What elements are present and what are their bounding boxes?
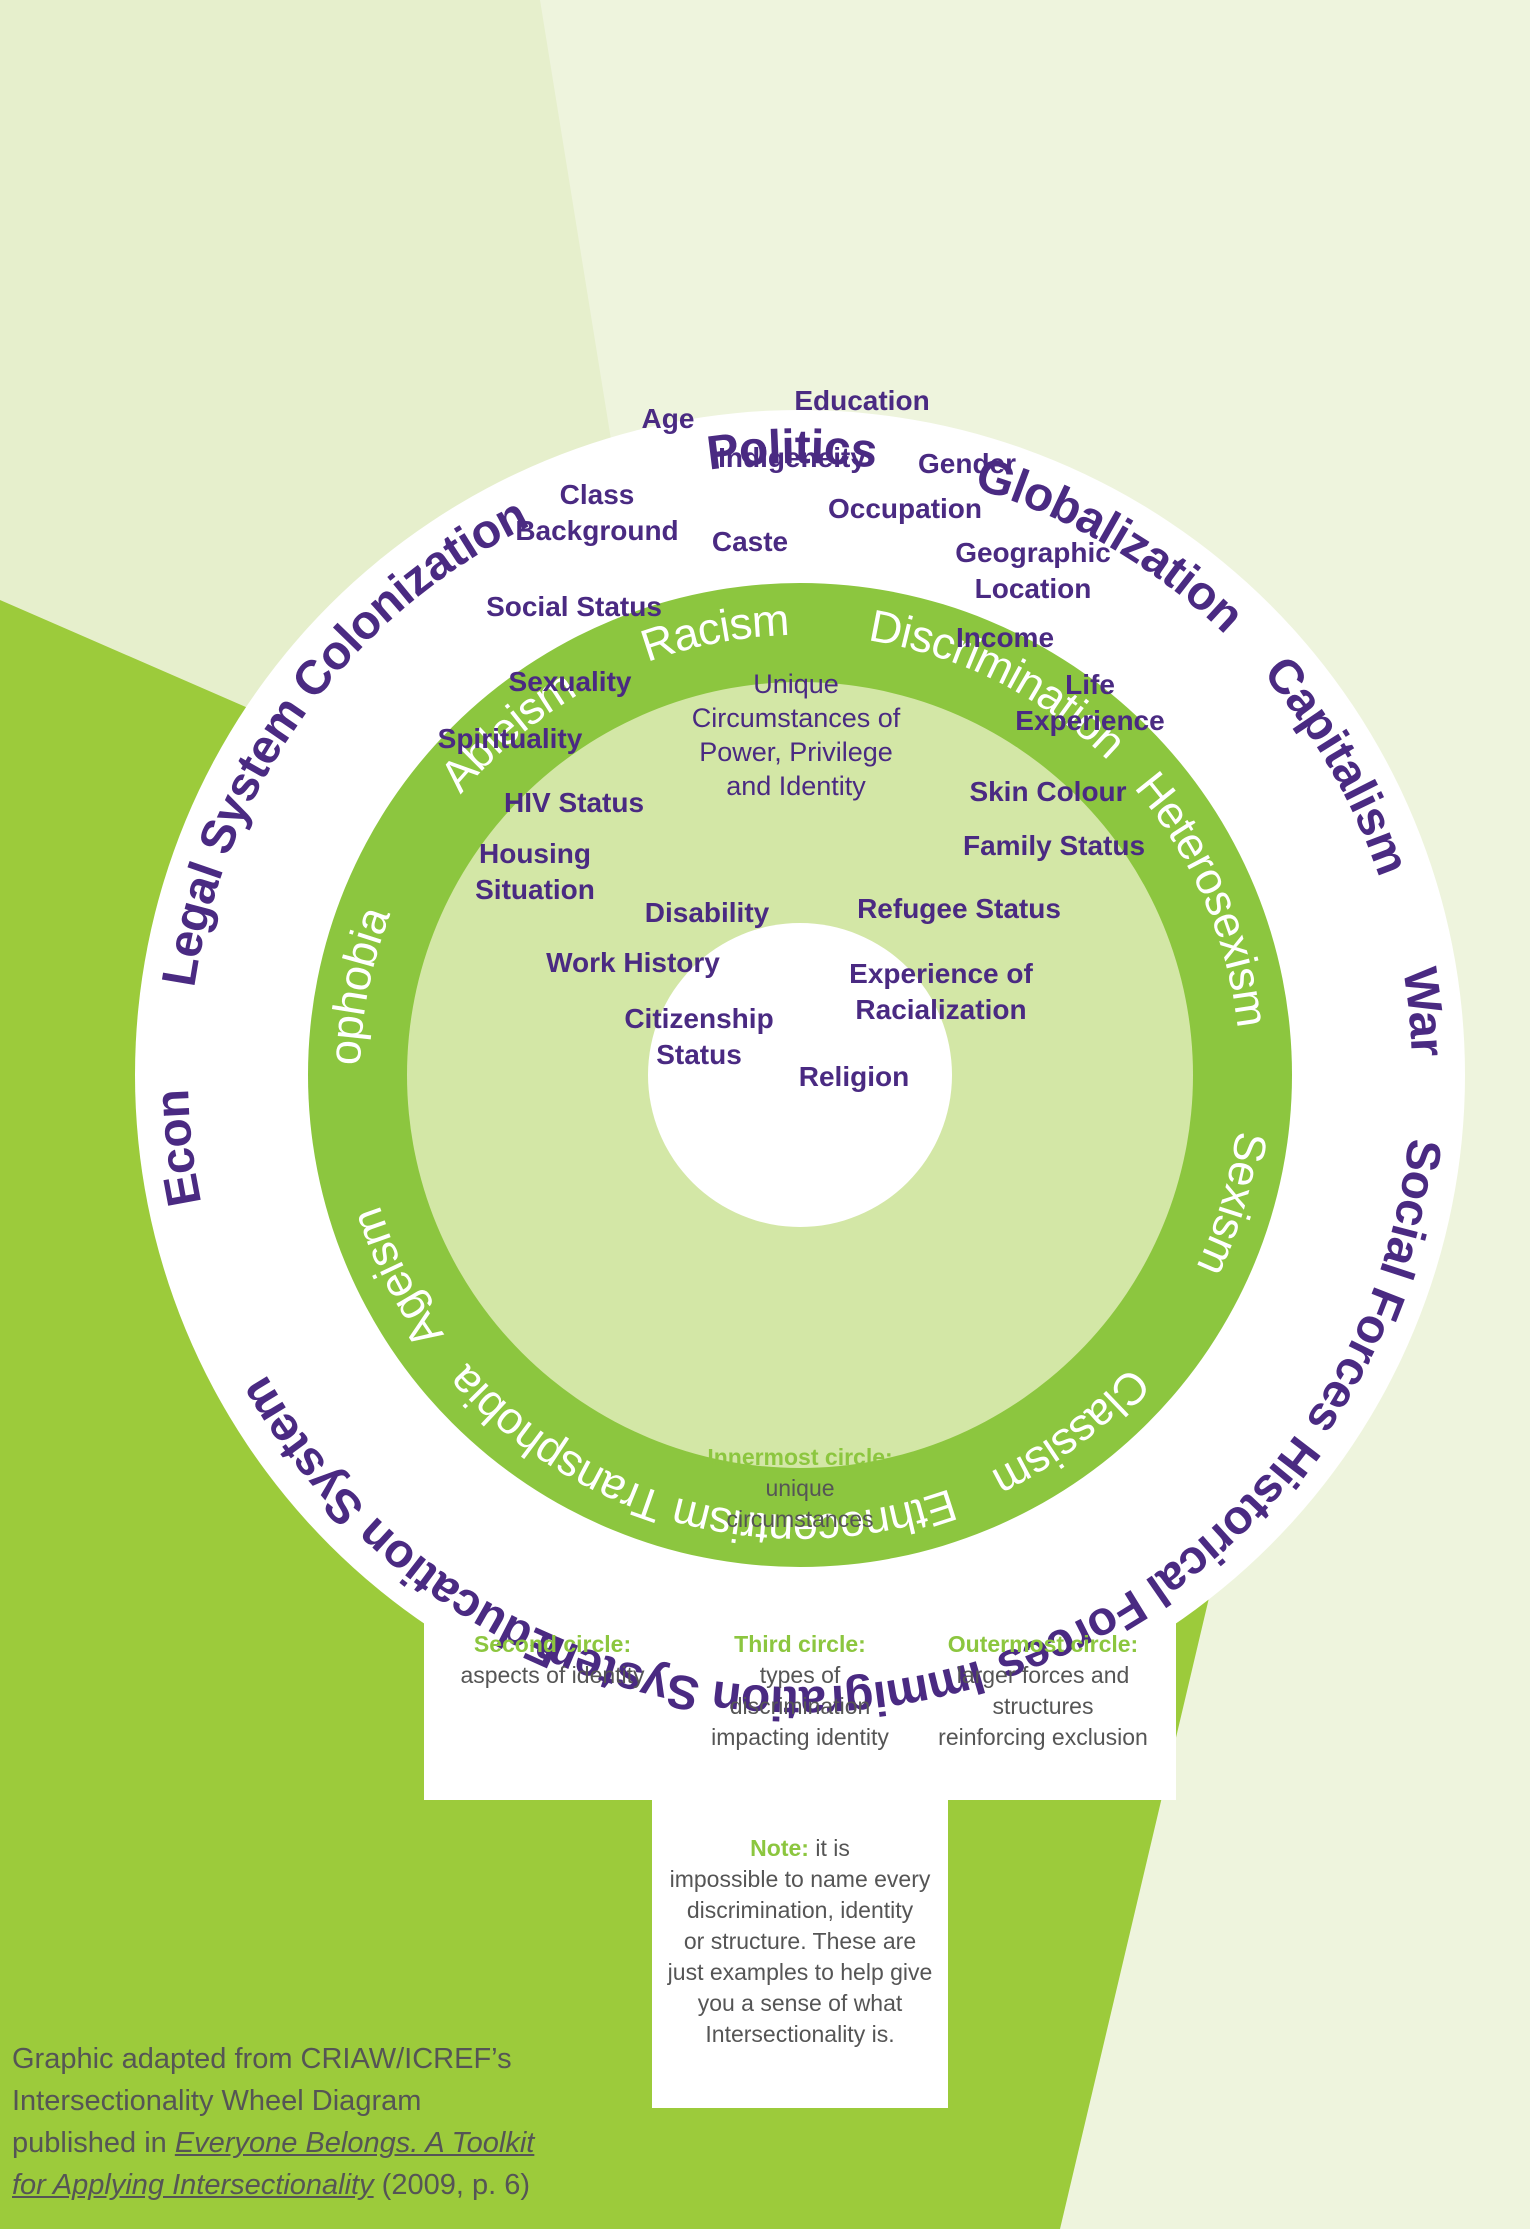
outer-politics: Politics (704, 420, 880, 480)
legend-outermost-line: structures (992, 1693, 1094, 1719)
toolkit-link-continued[interactable]: for Applying Intersectionality (12, 2169, 374, 2201)
legend-third-line: impacting identity (711, 1724, 889, 1750)
outer-war: War (1393, 964, 1454, 1057)
legend-note: Note: it is impossible to name every dis… (658, 1833, 942, 2050)
legend-third-heading: Third circle: (734, 1631, 866, 1657)
legend-note-line: impossible to name every (669, 1866, 931, 1892)
identity-education: Education (794, 385, 929, 416)
identity-indigeneity: Indigeneity (718, 442, 866, 473)
credit-line: published in Everyone Belongs. A Toolkit (12, 2122, 612, 2164)
identity-skin-colour: Skin Colour (969, 776, 1126, 807)
credit-prefix: published in (12, 2127, 175, 2159)
identity-disability: Disability (645, 897, 770, 928)
identity-gender: Gender (918, 448, 1016, 479)
legend-note-first-line: Note: it is (658, 1833, 942, 1864)
legend-second-heading: Second circle: (473, 1631, 632, 1657)
legend-note-line: or structure. These are (683, 1928, 917, 1954)
legend-note-line: you a sense of what (697, 1990, 903, 2016)
identity-spirituality: Spirituality (438, 723, 583, 754)
credit-line: Graphic adapted from CRIAW/ICREF’s (12, 2043, 512, 2075)
legend-second-line: aspects of identity (460, 1662, 645, 1688)
legend-note-line: Intersectionality is. (705, 2021, 895, 2047)
legend-note-line: discrimination, identity (686, 1897, 914, 1923)
legend-third-line: discrimination (729, 1693, 871, 1719)
source-credit: Graphic adapted from CRIAW/ICREF’s Inter… (12, 2038, 612, 2206)
credit-line: for Applying Intersectionality (2009, p.… (12, 2164, 612, 2206)
identity-occupation: Occupation (828, 493, 982, 524)
identity-family-status: Family Status (963, 830, 1145, 861)
identity-work-history: Work History (546, 947, 720, 978)
credit-line: Intersectionality Wheel Diagram (12, 2085, 422, 2117)
legend-third: Third circle: types of discrimination im… (680, 1629, 920, 1753)
legend-outermost-line: larger forces and (956, 1662, 1130, 1688)
legend-outermost-line: reinforcing exclusion (938, 1724, 1148, 1750)
legend-note-first-text: it is (808, 1835, 850, 1861)
identity-caste: Caste (712, 526, 788, 557)
innermost-circle (648, 923, 952, 1227)
legend-outermost: Outermost circle: larger forces and stru… (923, 1629, 1163, 1753)
legend-third-line: types of (759, 1662, 841, 1688)
legend-innermost-heading: Innermost circle: (707, 1444, 893, 1470)
credit-suffix: (2009, p. 6) (373, 2169, 530, 2201)
legend-innermost-line: unique (765, 1475, 835, 1501)
legend-note-line: just examples to help give (667, 1959, 933, 1985)
identity-religion: Religion (799, 1061, 909, 1092)
legend-innermost: Innermost circle: unique circumstances (660, 1442, 940, 1535)
identity-age: Age (642, 403, 695, 434)
identity-sexuality: Sexuality (509, 666, 632, 697)
identity-refugee-status: Refugee Status (857, 893, 1061, 924)
toolkit-link[interactable]: Everyone Belongs. A Toolkit (174, 2127, 535, 2159)
legend-innermost-line: circumstances (726, 1506, 874, 1532)
legend-second: Second circle: aspects of identity (430, 1629, 675, 1691)
identity-social-status: Social Status (486, 591, 662, 622)
identity-hiv-status: HIV Status (504, 787, 644, 818)
identity-income: Income (956, 622, 1054, 653)
legend-outermost-heading: Outermost circle: (947, 1631, 1139, 1657)
legend-note-heading: Note: (750, 1835, 809, 1861)
